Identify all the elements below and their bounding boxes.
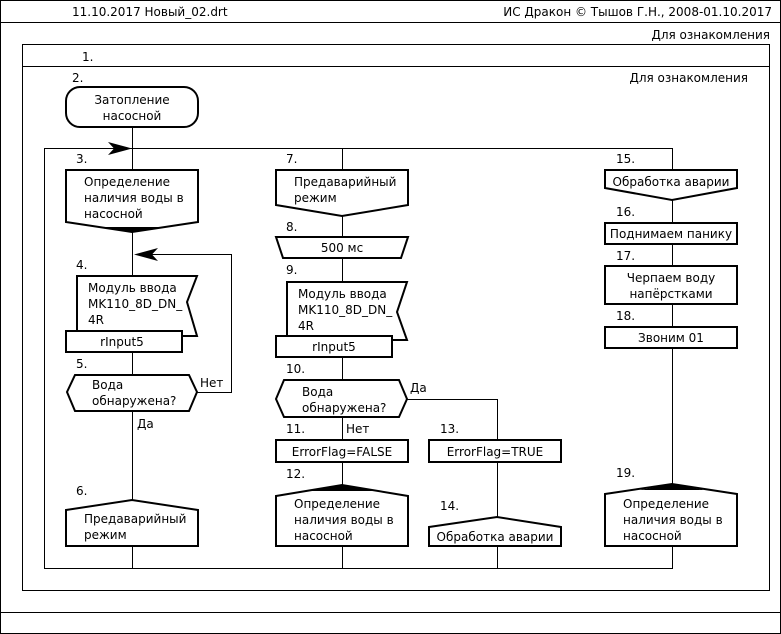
node-10-yes-label: Да: [410, 381, 427, 395]
node-3-line-3: насосной: [84, 207, 143, 221]
node-9-line-3: 4R: [298, 319, 314, 333]
inner-label: 2.: [72, 71, 83, 85]
node-15-branch[interactable]: 15. Обработка аварии: [604, 152, 738, 202]
node-9-line-1: Модуль ввода: [298, 287, 387, 301]
node-14-address[interactable]: 14. Обработка аварии: [428, 499, 562, 547]
node-15-number: 15.: [616, 152, 635, 166]
node-13-line-1: ErrorFlag=TRUE: [447, 445, 544, 459]
node-10-line-1: Вода: [302, 385, 333, 399]
node-12-line-1: Определение: [294, 497, 380, 511]
node-5-line-1: Вода: [92, 378, 123, 392]
node-6-number: 6.: [76, 484, 87, 498]
node-4-input[interactable]: 4. Модуль ввода MK110_8D_DN_ 4R rInput5: [65, 258, 199, 353]
node-5-question[interactable]: 5. Вода обнаружена? Нет Да: [65, 357, 223, 431]
node-19-line-3: насосной: [623, 529, 682, 543]
node-5-line-2: обнаружена?: [92, 394, 176, 408]
node-16-action[interactable]: 16. Поднимаем панику: [604, 205, 738, 245]
node-9-variable: rInput5: [312, 340, 356, 354]
node-7-line-2: режим: [294, 191, 337, 205]
node-8-pause[interactable]: 8. 500 мс: [274, 220, 410, 259]
node-7-line-1: Предаварийный: [294, 175, 396, 189]
node-9-line-2: MK110_8D_DN_: [298, 303, 393, 317]
node-5-number: 5.: [76, 357, 87, 371]
node-4-number: 4.: [76, 258, 87, 272]
node-12-number: 12.: [286, 467, 305, 481]
node-19-address[interactable]: 19. Определение наличия воды в насосной: [604, 466, 738, 547]
node-12-line-3: насосной: [294, 529, 353, 543]
node-19-line-2: наличия воды в: [623, 513, 723, 527]
node-17-line-1: Черпаем воду: [627, 271, 716, 285]
node-17-line-2: напёрстками: [629, 287, 712, 301]
node-8-line-1: 500 мс: [321, 241, 363, 255]
node-13-action[interactable]: 13. ErrorFlag=TRUE: [428, 422, 562, 463]
node-8-number: 8.: [286, 220, 297, 234]
node-4-line-3: 4R: [88, 313, 104, 327]
node-19-line-1: Определение: [623, 497, 709, 511]
outer-box: [22, 44, 770, 591]
node-4-line-2: MK110_8D_DN_: [88, 297, 183, 311]
node-10-question[interactable]: 10. Вода обнаружена? Да Нет: [274, 362, 427, 436]
arrow-right-icon: [108, 142, 132, 155]
node-19-number: 19.: [616, 466, 635, 480]
node-2-start[interactable]: Затопление насосной: [65, 86, 199, 128]
node-17-number: 17.: [616, 249, 635, 263]
node-4-variable: rInput5: [100, 335, 144, 349]
node-2-line-1: Затопление: [94, 93, 169, 107]
node-18-number: 18.: [616, 309, 635, 323]
node-10-number: 10.: [286, 362, 305, 376]
node-6-line-2: режим: [84, 528, 127, 542]
inner-watermark: Для ознакомления: [629, 71, 748, 85]
node-6-line-1: Предаварийный: [84, 512, 186, 526]
node-14-line-1: Обработка аварии: [437, 530, 554, 544]
node-9-number: 9.: [286, 263, 297, 277]
node-15-line-1: Обработка аварии: [613, 175, 730, 189]
node-12-line-2: наличия воды в: [294, 513, 394, 527]
node-7-branch[interactable]: 7. Предаварийный режим: [275, 152, 409, 218]
header-left: 11.10.2017 Новый_02.drt: [72, 5, 228, 19]
node-5-no-label: Нет: [200, 376, 223, 390]
node-10-no-label: Нет: [346, 422, 369, 436]
node-3-line-1: Определение: [84, 175, 170, 189]
node-14-number: 14.: [440, 499, 459, 513]
node-13-number: 13.: [440, 422, 459, 436]
node-2-line-2: насосной: [103, 109, 162, 123]
node-11-action[interactable]: 11. ErrorFlag=FALSE: [275, 422, 409, 463]
node-9-input[interactable]: 9. Модуль ввода MK110_8D_DN_ 4R rInput5: [275, 263, 409, 358]
node-18-line-1: Звоним 01: [638, 331, 704, 345]
node-4-line-1: Модуль ввода: [88, 281, 177, 295]
node-6-address[interactable]: 6. Предаварийный режим: [65, 484, 199, 547]
watermark: Для ознакомления: [651, 28, 770, 42]
outer-label: 1.: [82, 50, 93, 64]
node-3-branch[interactable]: 3. Определение наличия воды в насосной: [65, 152, 199, 234]
node-18-action[interactable]: 18. Звоним 01: [604, 309, 738, 349]
node-12-address[interactable]: 12. Определение наличия воды в насосной: [275, 467, 409, 547]
node-16-line-1: Поднимаем панику: [610, 227, 732, 241]
node-11-number: 11.: [286, 422, 305, 436]
arrow-left-icon: [134, 248, 158, 261]
node-5-yes-label: Да: [137, 417, 154, 431]
node-16-number: 16.: [616, 205, 635, 219]
node-3-line-2: наличия воды в: [84, 191, 184, 205]
node-10-line-2: обнаружена?: [302, 401, 386, 415]
node-7-number: 7.: [286, 152, 297, 166]
node-3-number: 3.: [76, 152, 87, 166]
header-right: ИС Дракон © Тышов Г.Н., 2008-01.10.2017: [503, 5, 772, 19]
node-17-action[interactable]: 17. Черпаем воду напёрстками: [604, 249, 738, 305]
node-11-line-1: ErrorFlag=FALSE: [292, 445, 392, 459]
